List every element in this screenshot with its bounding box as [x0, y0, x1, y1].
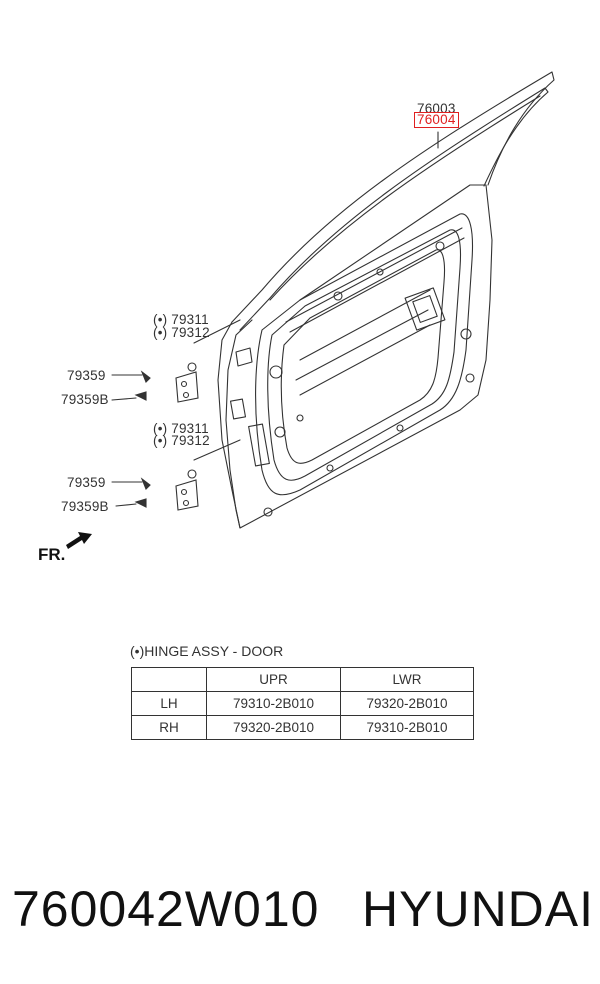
callout-76004-selected[interactable]: 76004 — [414, 112, 459, 128]
part-number: 760042W010 — [12, 881, 320, 937]
table-header-cell — [131, 667, 207, 692]
callout-upper-79311: (•) 79311 — [153, 312, 209, 327]
legend-title: (•)HINGE ASSY - DOOR — [130, 643, 284, 659]
table-header-cell: UPR — [206, 667, 341, 692]
callout-upper-79312: (•) 79312 — [153, 325, 210, 340]
callout-lower-79359b: 79359B — [61, 499, 109, 514]
inner-panel-contour — [255, 213, 474, 496]
hinge-assy-table: UPR LWR LH 79310-2B010 79320-2B010 RH 79… — [131, 667, 474, 740]
upper-hinge — [134, 362, 199, 403]
table-cell-upr: 79310-2B010 — [206, 691, 341, 716]
front-arrow-icon — [66, 532, 92, 549]
table-row: RH 79320-2B010 79310-2B010 — [131, 715, 474, 740]
callout-upper-79359: 79359 — [67, 368, 106, 383]
callout-lower-79359: 79359 — [67, 475, 106, 490]
table-cell-lwr: 79310-2B010 — [340, 715, 474, 740]
callout-upper-79359b: 79359B — [61, 392, 109, 407]
table-cell-side: LH — [131, 691, 207, 716]
brand-name: HYUNDAI — [362, 881, 595, 937]
window-frame-outer — [231, 71, 555, 323]
lower-hinge — [134, 469, 199, 511]
door-outer-skin — [217, 184, 493, 529]
table-header-cell: LWR — [340, 667, 474, 692]
front-direction-label: FR. — [38, 545, 66, 564]
table-row: LH 79310-2B010 79320-2B010 — [131, 691, 474, 716]
table-cell-upr: 79320-2B010 — [206, 715, 341, 740]
callout-lower-79312: (•) 79312 — [153, 433, 210, 448]
table-cell-side: RH — [131, 715, 207, 740]
table-cell-lwr: 79320-2B010 — [340, 691, 474, 716]
table-header-row: UPR LWR — [131, 667, 474, 692]
callout-lower-79311: (•) 79311 — [153, 421, 209, 436]
